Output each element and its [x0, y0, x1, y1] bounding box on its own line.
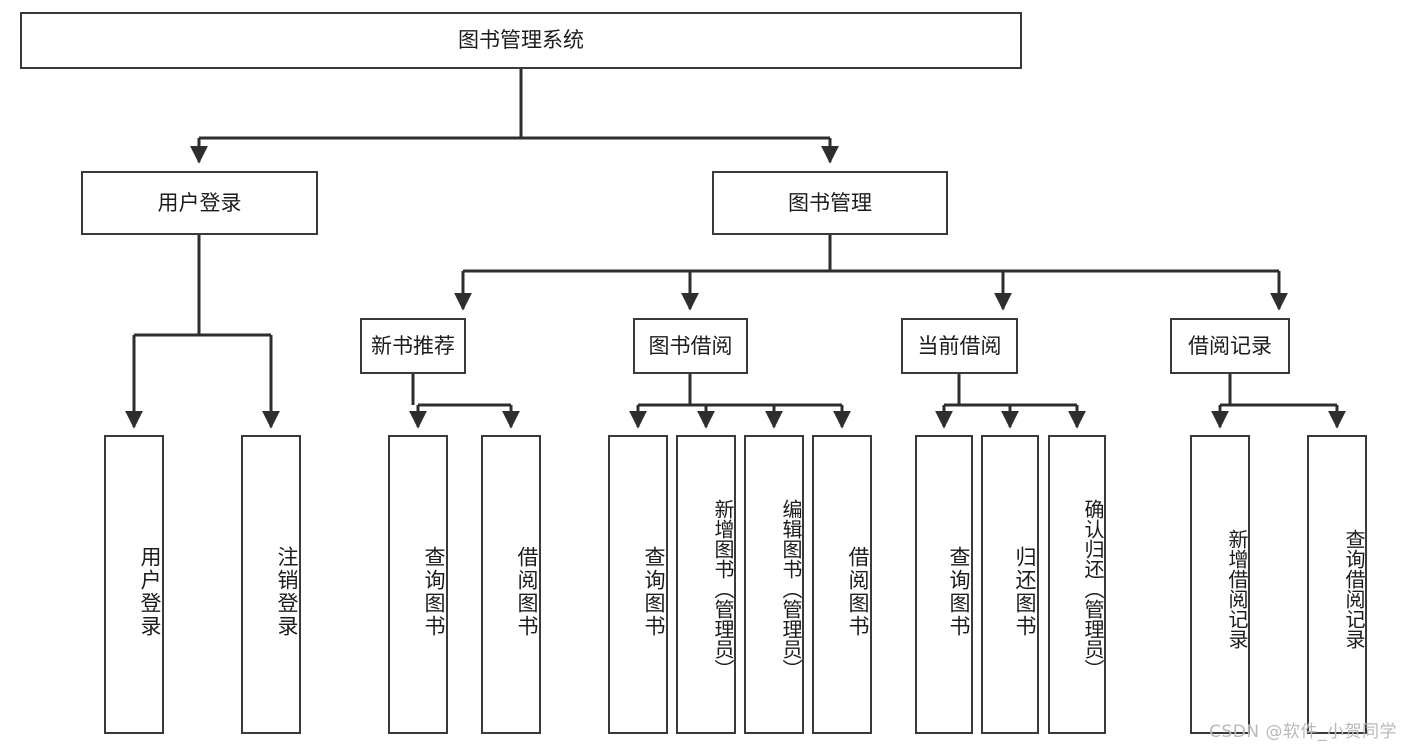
- node-rec-query-record-label: 查询借阅记录: [1342, 528, 1366, 649]
- node-user-logout[interactable]: 注销登录: [241, 435, 301, 734]
- node-rec-query-record[interactable]: 查询借阅记录: [1307, 435, 1367, 734]
- node-rec-borrow-book-label: 借阅图书: [515, 545, 539, 638]
- node-book-manage-label: 图书管理: [788, 190, 872, 215]
- node-borrow-record[interactable]: 借阅记录: [1170, 318, 1290, 374]
- node-user-login-do[interactable]: 用户登录: [104, 435, 164, 734]
- node-book-manage[interactable]: 图书管理: [712, 171, 948, 235]
- node-new-book-rec[interactable]: 新书推荐: [360, 318, 466, 374]
- node-cur-return-book-label: 归还图书: [1013, 545, 1037, 638]
- node-borrow-query-book-label: 查询图书: [642, 545, 666, 638]
- node-cur-confirm-return[interactable]: 确认归还（管理员）: [1048, 435, 1106, 734]
- node-rec-borrow-book[interactable]: 借阅图书: [481, 435, 541, 734]
- node-user-logout-label: 注销登录: [275, 545, 299, 638]
- node-root[interactable]: 图书管理系统: [20, 12, 1022, 69]
- node-borrow-add-book-label: 新增图书（管理员）: [711, 498, 735, 679]
- node-user-login[interactable]: 用户登录: [81, 171, 318, 235]
- node-cur-confirm-return-label: 确认归还（管理员）: [1081, 498, 1105, 679]
- node-user-login-label: 用户登录: [157, 190, 242, 215]
- node-current-borrow-label: 当前借阅: [917, 333, 1002, 358]
- node-rec-query-book-label: 查询图书: [422, 545, 446, 638]
- node-cur-return-book[interactable]: 归还图书: [981, 435, 1039, 734]
- node-rec-add-record-label: 新增借阅记录: [1225, 528, 1249, 649]
- node-borrow-add-book[interactable]: 新增图书（管理员）: [676, 435, 736, 734]
- node-cur-query-book[interactable]: 查询图书: [915, 435, 973, 734]
- node-borrow-edit-book-label: 编辑图书（管理员）: [779, 498, 803, 679]
- node-rec-query-book[interactable]: 查询图书: [388, 435, 448, 734]
- node-new-book-rec-label: 新书推荐: [371, 333, 455, 358]
- node-root-label: 图书管理系统: [458, 28, 584, 53]
- node-book-borrow-label: 图书借阅: [648, 333, 733, 358]
- node-cur-query-book-label: 查询图书: [947, 545, 971, 638]
- node-borrow-record-label: 借阅记录: [1188, 333, 1272, 358]
- node-current-borrow[interactable]: 当前借阅: [901, 318, 1018, 374]
- node-book-borrow[interactable]: 图书借阅: [633, 318, 748, 374]
- node-borrow-do-borrow-label: 借阅图书: [846, 545, 870, 638]
- node-borrow-do-borrow[interactable]: 借阅图书: [812, 435, 872, 734]
- node-user-login-do-label: 用户登录: [138, 545, 162, 638]
- node-borrow-query-book[interactable]: 查询图书: [608, 435, 668, 734]
- watermark: CSDN @软件_小贺同学: [1209, 722, 1397, 742]
- node-borrow-edit-book[interactable]: 编辑图书（管理员）: [744, 435, 804, 734]
- node-rec-add-record[interactable]: 新增借阅记录: [1190, 435, 1250, 734]
